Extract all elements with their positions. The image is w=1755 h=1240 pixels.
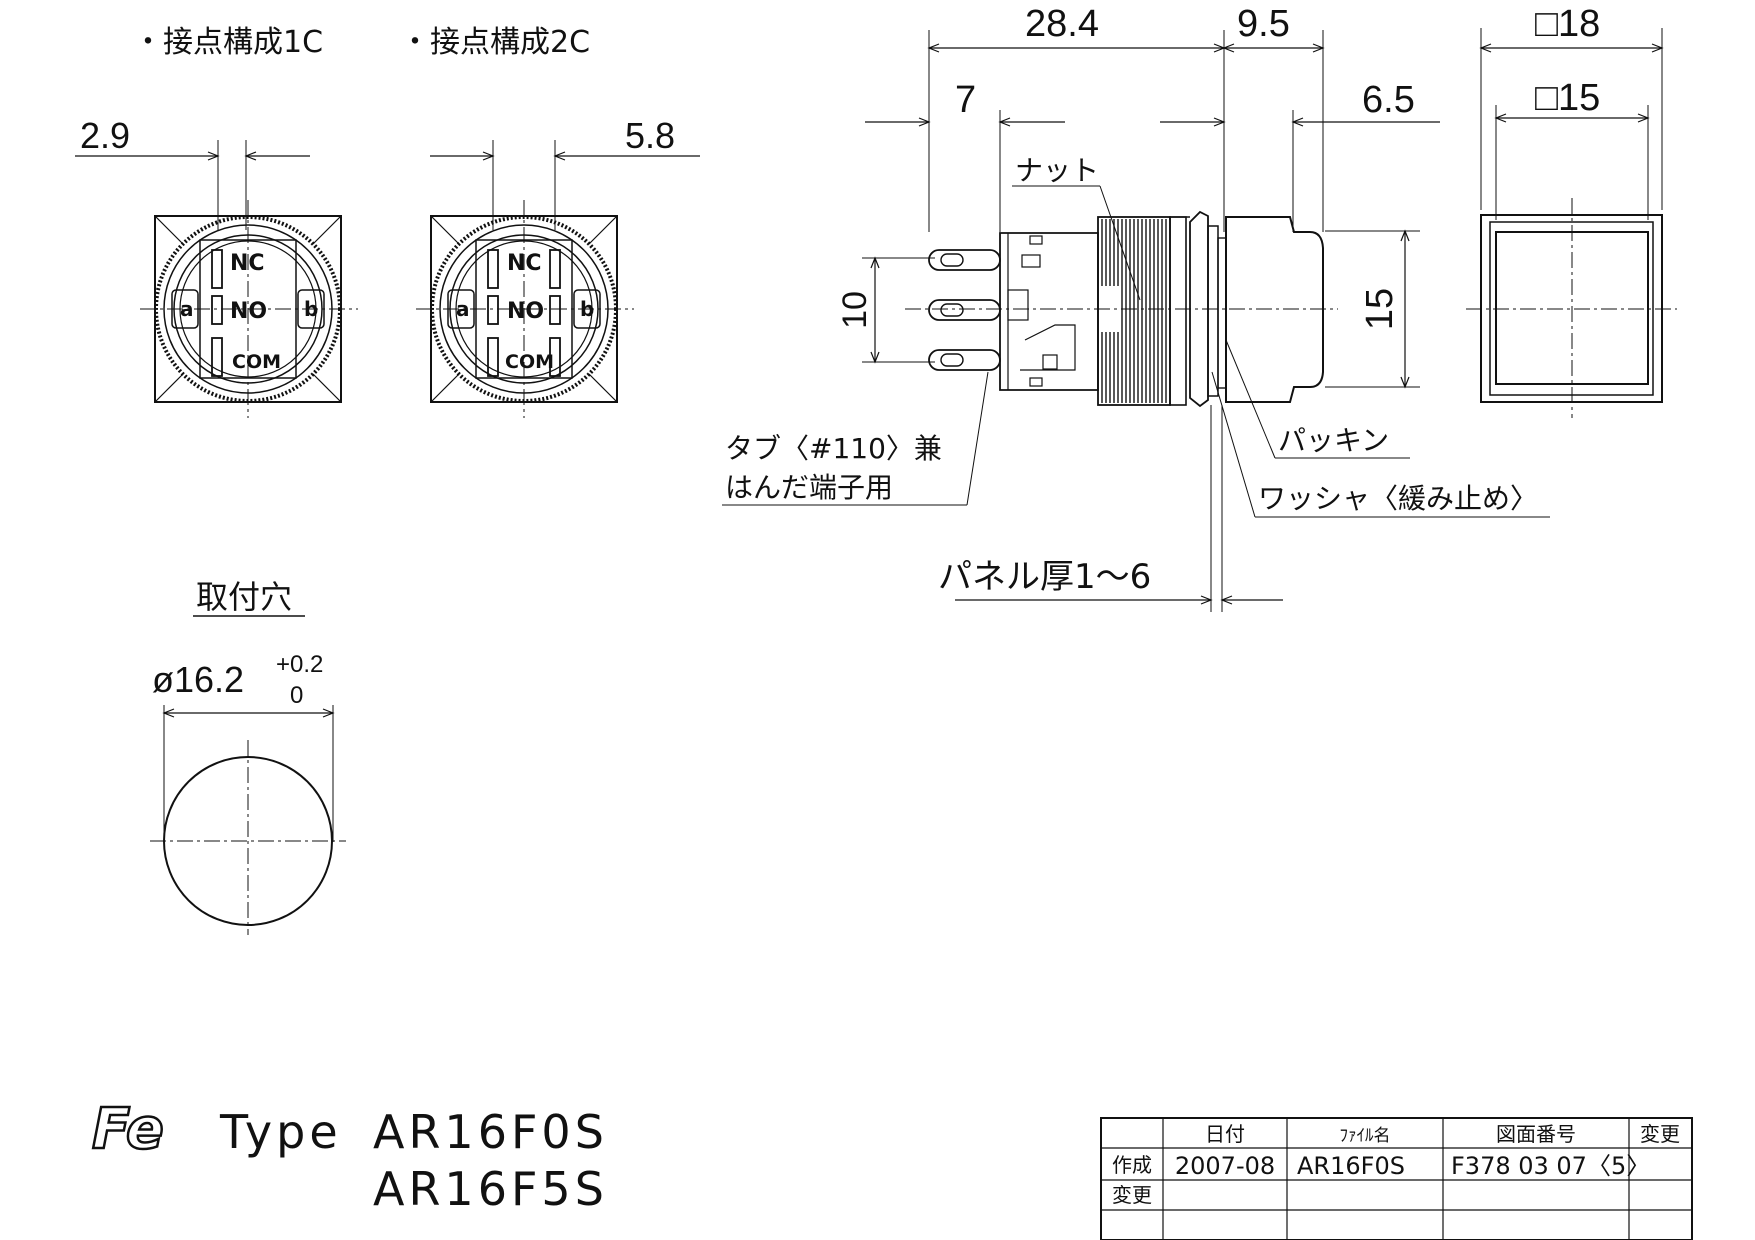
fe-logo-text: Fe xyxy=(92,1097,164,1162)
hole-tolerance-upper: +0.2 xyxy=(276,651,323,678)
dim-2-9: 2.9 xyxy=(80,115,130,156)
header-filename: ﾌｧｲﾙ名 xyxy=(1340,1126,1391,1146)
hole-diameter: ø16.2 xyxy=(152,659,244,700)
pin-a-2c: a xyxy=(456,297,470,321)
dim-9-5: 9.5 xyxy=(1237,3,1290,45)
model-1: AR16F0S xyxy=(373,1105,608,1159)
side-view: 28.4 9.5 7 6.5 10 15 xyxy=(722,3,1550,612)
title-block: 日付 ﾌｧｲﾙ名 図面番号 変更 作成 2007-08 AR16F0S F378… xyxy=(1100,1117,1693,1240)
header-change: 変更 xyxy=(1640,1122,1680,1146)
label-nut: ナット xyxy=(1015,154,1099,187)
dim-5-8: 5.8 xyxy=(625,115,675,156)
fe-logo: Fe xyxy=(91,1096,165,1164)
dim-10: 10 xyxy=(836,291,874,329)
front-view-2c: ・接点構成2C 5.8 NC NO COM a b xyxy=(400,25,700,418)
nut-knurl xyxy=(1101,219,1167,403)
created-filename: AR16F0S xyxy=(1297,1152,1405,1180)
header-drawing-number: 図面番号 xyxy=(1496,1122,1576,1146)
type-block: Fe Type AR16F0S AR16F5S xyxy=(91,1096,608,1216)
label-panel-thickness: パネル厚1～6 xyxy=(938,557,1151,597)
mounting-hole: 取付穴 ø16.2 +0.2 0 xyxy=(150,578,346,935)
row-created-label: 作成 xyxy=(1112,1153,1152,1177)
dim-7: 7 xyxy=(955,79,976,121)
pin-no-1c: NO xyxy=(230,299,267,324)
pin-a-1c: a xyxy=(180,297,194,321)
pin-nc-1c: NC xyxy=(230,251,265,276)
config-1c-title: ・接点構成1C xyxy=(133,25,323,60)
type-label: Type xyxy=(219,1105,342,1159)
hole-tolerance-lower: 0 xyxy=(290,682,303,709)
dim-6-5: 6.5 xyxy=(1362,79,1415,121)
label-tab-line2: はんだ端子用 xyxy=(725,471,893,504)
end-view: □18 □15 xyxy=(1466,3,1677,418)
label-tab-line1: タブ〈#110〉兼 xyxy=(725,432,942,465)
dim-15: 15 xyxy=(1359,288,1401,330)
pin-com-2c: COM xyxy=(505,351,554,373)
model-2: AR16F5S xyxy=(373,1162,608,1216)
label-washer: ワッシャ〈緩み止め〉 xyxy=(1258,482,1538,515)
row-change-label: 変更 xyxy=(1112,1183,1152,1207)
mounting-hole-title: 取付穴 xyxy=(196,578,292,616)
dim-sq18: □18 xyxy=(1535,3,1600,45)
pin-no-2c: NO xyxy=(507,299,544,324)
front-view-1c: ・接点構成1C 2.9 NC NO COM a b xyxy=(75,25,358,418)
dim-28-4: 28.4 xyxy=(1025,3,1099,45)
pin-com-1c: COM xyxy=(232,351,281,373)
created-date: 2007-08 xyxy=(1175,1152,1275,1180)
created-drawing-number: F378 03 07〈5〉 xyxy=(1451,1152,1650,1180)
nut-relief xyxy=(1101,286,1121,332)
header-date: 日付 xyxy=(1205,1122,1245,1146)
config-2c-title: ・接点構成2C xyxy=(400,25,590,60)
dim-sq15: □15 xyxy=(1535,77,1600,119)
label-packing: パッキン xyxy=(1278,424,1389,457)
